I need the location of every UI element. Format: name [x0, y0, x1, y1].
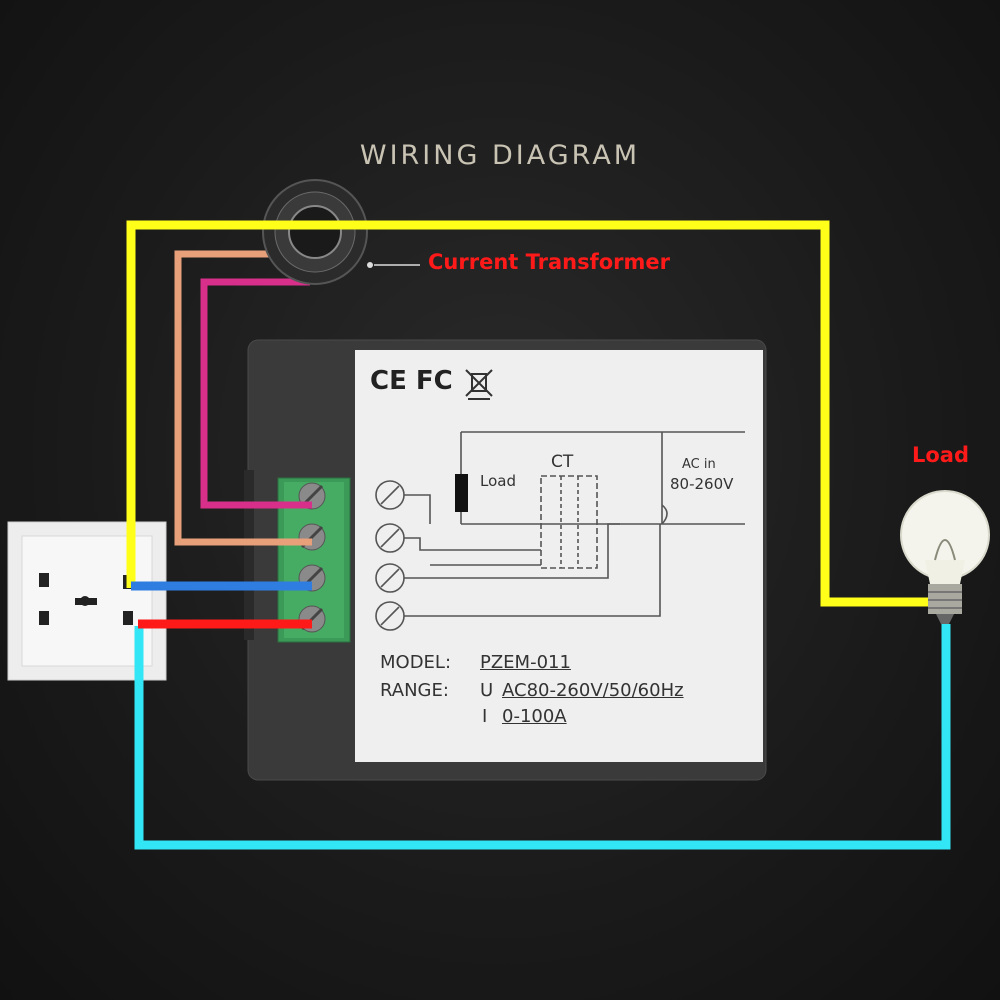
- diagram-title: WIRING DIAGRAM: [359, 140, 641, 171]
- meter-side-notch-left: [244, 470, 254, 640]
- schematic-ct-label: CT: [551, 452, 574, 472]
- ct-wire-1: [174, 250, 312, 546]
- load-symbol: [455, 474, 468, 512]
- schematic-load-label: Load: [480, 472, 516, 490]
- schematic-ac-in-label: AC in: [682, 457, 716, 472]
- ct-pointer-dot: [367, 262, 373, 268]
- schematic-ac-range-label: 80-260V: [670, 475, 734, 493]
- meter-label-sticker: [355, 350, 763, 762]
- model-label: MODEL:: [380, 652, 452, 673]
- load-label: Load: [912, 443, 970, 467]
- current-transformer-icon: [262, 179, 368, 285]
- live-wire: [126, 220, 928, 607]
- range-i-value: 0-100A: [502, 706, 567, 727]
- range-i-symbol: I: [482, 706, 488, 727]
- cert-wheelie-bin-icon: [465, 369, 493, 400]
- model-value: PZEM-011: [480, 652, 571, 673]
- label-schematic: [375, 431, 745, 631]
- neutral-wire: [134, 624, 951, 850]
- range-u-value: AC80-260V/50/60Hz: [502, 680, 684, 701]
- ct-wire-2: [200, 278, 312, 509]
- light-bulb-icon: [900, 490, 990, 624]
- cert-marks: CE FC: [370, 366, 453, 396]
- range-u-symbol: U: [480, 680, 494, 701]
- range-label: RANGE:: [380, 680, 449, 701]
- current-transformer-label: Current Transformer: [428, 250, 671, 274]
